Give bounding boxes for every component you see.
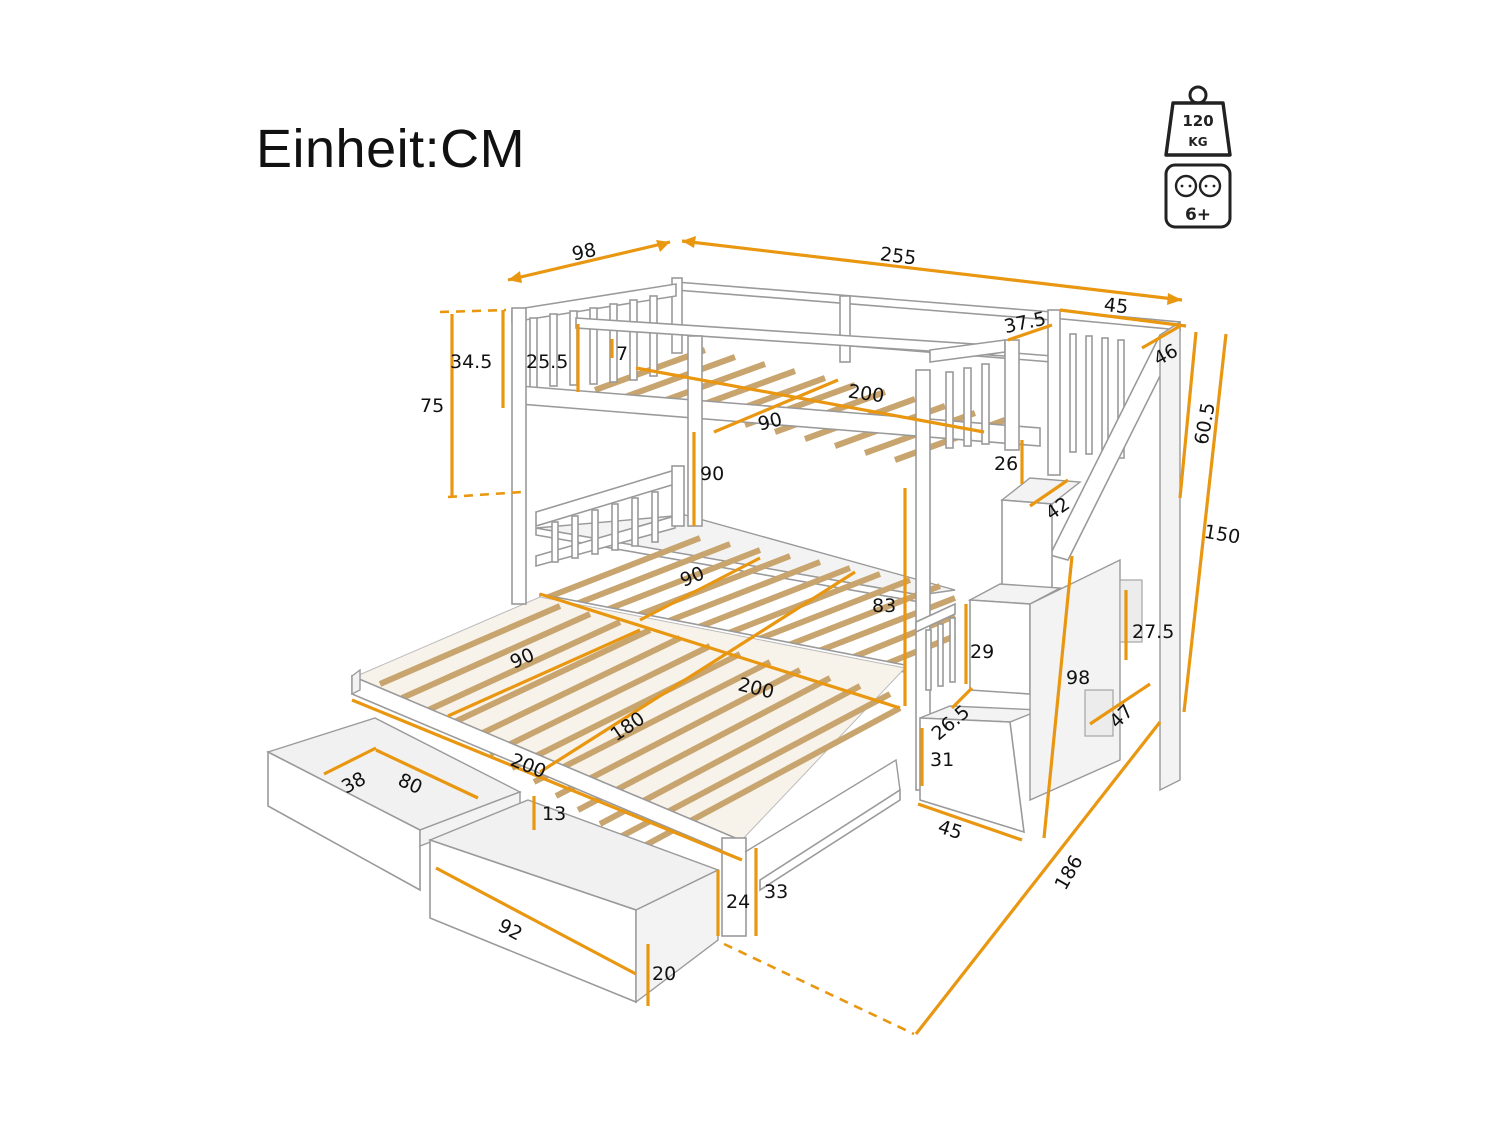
label-top-depth: 98 [570, 239, 598, 266]
label-drawer-inner-height: 13 [542, 803, 566, 825]
trundle-slats [378, 603, 902, 849]
label-rail-gap: 7 [616, 343, 628, 365]
label-stair-post-gap: 26 [994, 453, 1018, 475]
age-value: 6+ [1185, 205, 1211, 225]
lower-footboard-spindles [925, 617, 956, 691]
label-guard-inner: 25.5 [526, 351, 568, 373]
staircase [919, 309, 1181, 834]
lower-headboard-spindles [551, 491, 659, 563]
weight-limit-icon: 120 KG [1164, 85, 1232, 157]
label-step-height-side: 29 [970, 641, 994, 663]
label-total-height: 150 [1202, 521, 1242, 549]
weight-value: 120 [1182, 112, 1213, 130]
label-step-rise: 27.5 [1132, 621, 1174, 643]
label-stair-length: 98 [1066, 667, 1090, 689]
label-drawer-outer-height: 24 [726, 891, 750, 913]
label-drawer-front-height: 20 [652, 963, 676, 985]
upper-footboard-spindles [945, 363, 990, 449]
label-leg-height: 83 [872, 595, 896, 617]
label-guard-outer: 34.5 [450, 351, 492, 373]
label-total-depth: 186 [1050, 851, 1087, 893]
label-stair-depth: 45 [1103, 294, 1129, 318]
upper-bunk [511, 277, 1053, 791]
label-step-height-low: 31 [930, 749, 954, 771]
lower-slats [544, 535, 957, 671]
label-lower-clearance: 90 [700, 463, 724, 485]
weight-unit: KG [1188, 135, 1207, 149]
age-limit-icon: 6+ [1164, 163, 1232, 229]
unit-label: Einheit:CM [256, 119, 526, 179]
post-back-left [511, 307, 527, 605]
label-overall-top-height: 75 [420, 395, 444, 417]
dimension-lines [323, 236, 1228, 1036]
label-trundle-height: 33 [764, 881, 788, 903]
label-top-length: 200 [847, 381, 886, 408]
label-total-length: 255 [879, 243, 918, 269]
drawer-left [266, 717, 522, 892]
